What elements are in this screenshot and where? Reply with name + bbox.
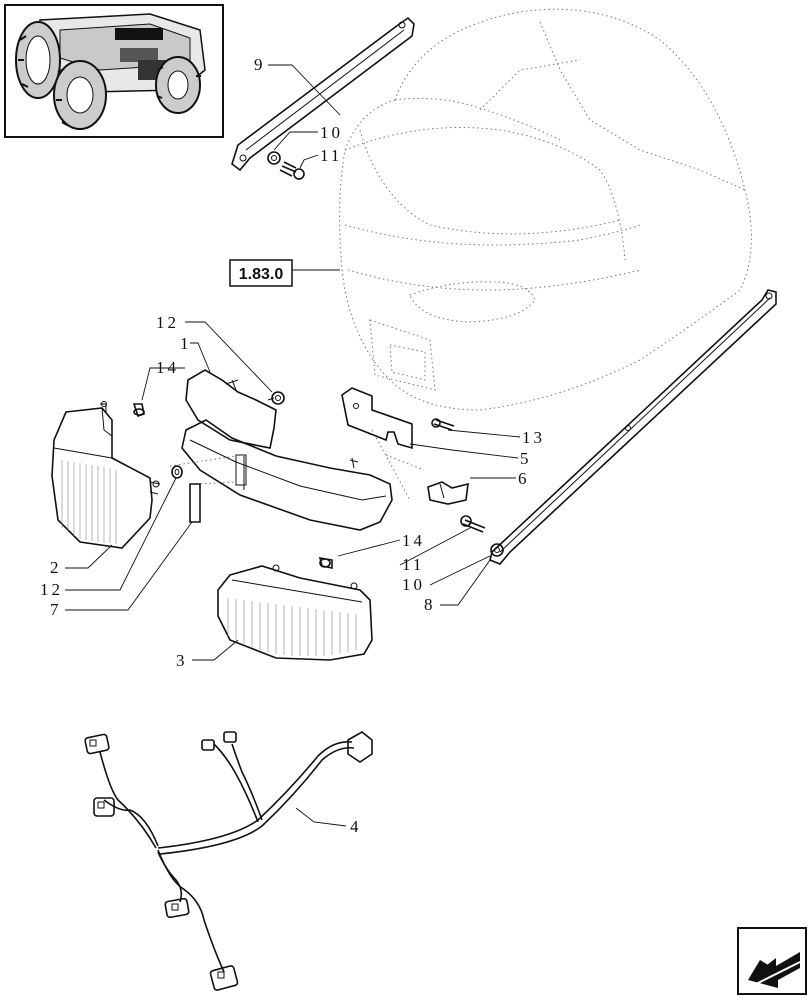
callout-9: 9 bbox=[254, 55, 266, 74]
callout-10-bottom: 10 bbox=[402, 575, 425, 594]
washer-10-bottom[interactable] bbox=[490, 543, 504, 557]
callout-11-top: 11 bbox=[320, 146, 342, 165]
screw-14-right[interactable] bbox=[318, 557, 333, 569]
hood-outline bbox=[339, 8, 752, 411]
wiring-harness-4[interactable] bbox=[84, 731, 373, 991]
thumbnail-panel[interactable] bbox=[4, 4, 224, 138]
callout-11-bottom: 11 bbox=[402, 555, 424, 574]
callout-7: 7 bbox=[50, 600, 62, 619]
nut-12-bottom[interactable] bbox=[171, 465, 183, 479]
nut-12-top[interactable] bbox=[271, 391, 285, 405]
bracket-9[interactable] bbox=[231, 16, 415, 172]
callout-labels: 9 10 11 12 1 14 13 5 6 14 11 10 8 2 12 7… bbox=[40, 55, 545, 836]
connector-left[interactable] bbox=[93, 797, 115, 817]
previous-page-button[interactable] bbox=[737, 927, 807, 995]
connector-top-left[interactable] bbox=[84, 733, 110, 755]
screw-11-bottom[interactable] bbox=[460, 515, 486, 533]
callout-4: 4 bbox=[350, 817, 362, 836]
washer-10-top[interactable] bbox=[267, 151, 281, 165]
callout-10-top: 10 bbox=[320, 123, 343, 142]
plate-5[interactable] bbox=[341, 387, 413, 450]
callout-3: 3 bbox=[176, 651, 188, 670]
connector-mid[interactable] bbox=[164, 897, 190, 919]
callout-12-top: 12 bbox=[156, 313, 179, 332]
callout-14-right: 14 bbox=[402, 531, 425, 550]
connector-top-pair[interactable] bbox=[201, 731, 237, 751]
previous-page-arrow-icon bbox=[748, 952, 801, 988]
callout-12-bottom: 12 bbox=[40, 580, 63, 599]
tractor-front-view-icon bbox=[15, 13, 206, 130]
connector-bottom[interactable] bbox=[209, 965, 239, 991]
callout-14-left: 14 bbox=[156, 358, 179, 377]
callout-1: 1 bbox=[180, 334, 192, 353]
callout-8: 8 bbox=[424, 595, 436, 614]
screw-11-top[interactable] bbox=[279, 161, 305, 180]
lamp-2[interactable] bbox=[51, 401, 161, 549]
leader-lines bbox=[65, 64, 521, 827]
bracket-8[interactable] bbox=[489, 289, 777, 565]
callout-2: 2 bbox=[50, 558, 62, 577]
connector-right[interactable] bbox=[347, 731, 373, 763]
screw-13[interactable] bbox=[431, 418, 455, 431]
screw-14-left[interactable] bbox=[132, 403, 145, 418]
callout-13: 13 bbox=[522, 428, 545, 447]
clip-6[interactable] bbox=[427, 481, 469, 505]
lamp-holder-1[interactable] bbox=[181, 369, 393, 531]
callout-6: 6 bbox=[518, 469, 530, 488]
gasket-7[interactable] bbox=[189, 483, 201, 523]
reference-label: 1.83.0 bbox=[239, 266, 284, 283]
lamp-3[interactable] bbox=[217, 564, 373, 661]
callout-5: 5 bbox=[520, 449, 532, 468]
reference-link-1-83-0[interactable]: 1.83.0 bbox=[229, 259, 293, 287]
